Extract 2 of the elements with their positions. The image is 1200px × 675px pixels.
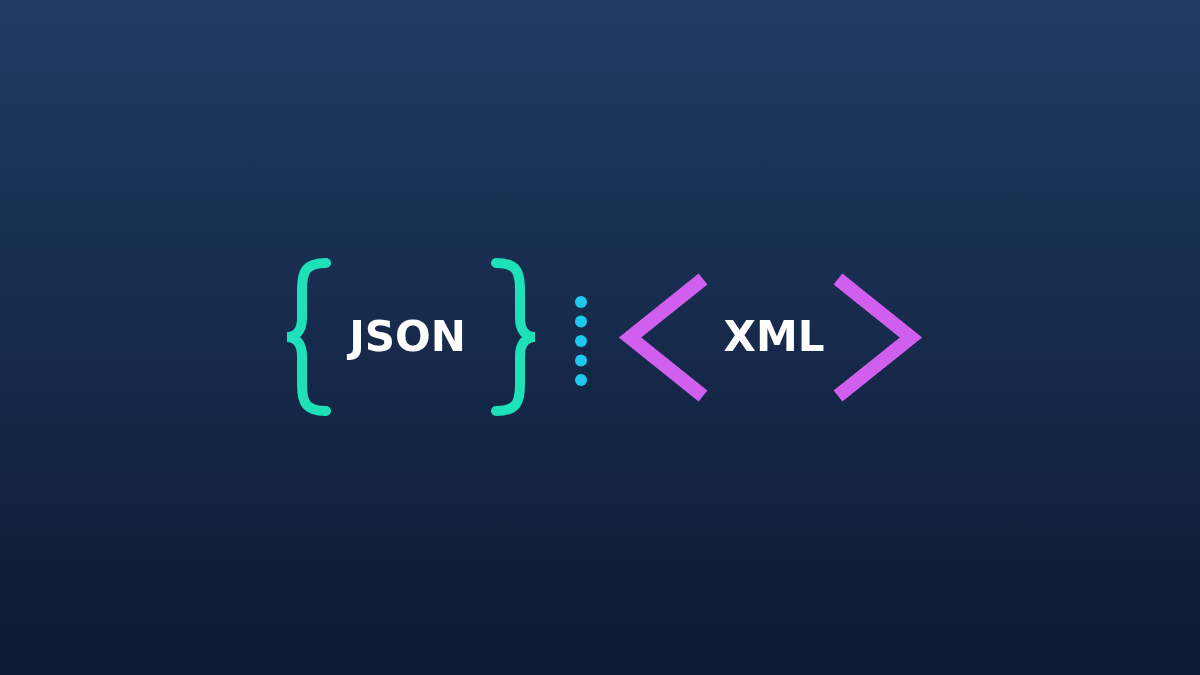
format-label: JSON	[346, 312, 467, 362]
format-label: XML	[722, 312, 826, 362]
